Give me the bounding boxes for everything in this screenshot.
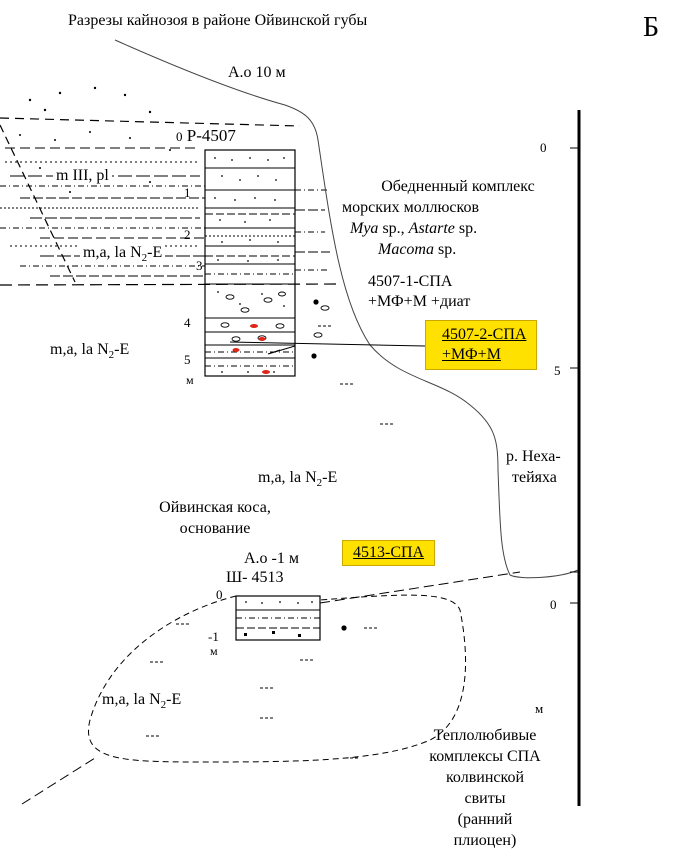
fauna-sp1: sp., (378, 220, 409, 237)
complexes-line-6: плиоцен) (453, 832, 517, 849)
depth-label-4: 4 (184, 315, 191, 330)
fauna-line-2: морских моллюсков (342, 199, 480, 216)
unit-text: m,a, la N (258, 469, 317, 486)
fauna-note: Обедненный комплекс морских моллюсков My… (340, 176, 576, 260)
column-dots-lower (244, 601, 313, 637)
sample-2-line-1: 4507-2-СПА (442, 326, 527, 343)
altitude-bottom: А.о -1 м (244, 550, 300, 567)
fauna-astarte: Astarte (408, 220, 455, 237)
unit-suffix: -E (147, 244, 163, 261)
unit-suffix: -E (114, 341, 130, 358)
flow-arrow (267, 345, 296, 355)
fauna-sp2: sp. (454, 220, 478, 237)
profile-line (114, 39, 579, 579)
section-lower-depth-0: 0 (216, 587, 223, 602)
sample-3-highlight: 4513-СПА (342, 540, 436, 566)
unit-m-III-pl: m III, pl (53, 168, 112, 184)
section-column-upper (204, 149, 296, 377)
unit-maN2E-upper: m,a, la N2-E (80, 244, 166, 265)
section-lower-name: Ш- 4513 (226, 569, 284, 586)
spit-line-2: основание (179, 520, 251, 537)
column-dots-upper (214, 157, 285, 373)
depth-label-1: 1 (184, 185, 191, 200)
sample-1-line-2: +МФ+М +диат (368, 293, 471, 310)
unit-suffix: -E (166, 691, 182, 708)
lower-body-outline (88, 594, 467, 763)
unit-suffix: -E (322, 469, 338, 486)
sample-pointer (229, 341, 426, 347)
section-upper-name: 0 Р-4507 (176, 127, 236, 144)
panel-letter: Б (643, 12, 660, 43)
section-upper-label: Р-4507 (186, 126, 236, 145)
river-line-2: тейяха (512, 469, 557, 486)
lower-tail-line (21, 757, 96, 805)
red-marks (232, 324, 270, 374)
depth-label-3: 3 (196, 258, 203, 273)
fauna-sp3: sp. (433, 241, 457, 258)
complexes-line-4: свиты (464, 790, 506, 807)
fauna-macoma: Macoma (378, 241, 434, 258)
sample-2-highlight: 4507-2-СПА +МФ+М (425, 320, 538, 370)
sample-1-line-1: 4507-1-СПА (368, 273, 453, 290)
unit-maN2E-mid: m,a, la N2-E (258, 470, 337, 489)
scale-unit: м (535, 701, 544, 716)
pebbles (220, 291, 330, 342)
river-line-1: р. Неха- (506, 448, 561, 465)
complexes-line-1: Теплолюбивые (433, 727, 537, 744)
upper-strata-band (0, 117, 341, 286)
unit-text: m,a, la N (102, 691, 161, 708)
fauna-line-3: Mya sp., Astarte sp. (340, 218, 576, 239)
river-label: р. Неха- тейяха (506, 446, 561, 488)
spit-line-1: Ойвинская коса, (159, 499, 271, 516)
complexes-note: Теплолюбивые комплексы СПА колвинской св… (395, 725, 575, 851)
unit-text: m,a, la N (50, 341, 109, 358)
fauna-line-1: Обедненный комплекс (381, 178, 535, 195)
unit-sub: 2 (108, 349, 115, 362)
fauna-mya: Mya (350, 220, 379, 237)
section-lower-depth-1: -1 (208, 629, 219, 644)
section-column-lower (235, 595, 321, 641)
complexes-line-3: колвинской (445, 769, 525, 786)
sample-2-line-2: +МФ+М (442, 346, 501, 363)
section-upper-depth-0: 0 (176, 129, 183, 144)
unit-sub: 2 (141, 252, 148, 265)
altitude-top: А.о 10 м (228, 64, 286, 81)
unit-sub: 2 (316, 477, 323, 490)
complexes-line-2: комплексы СПА (429, 748, 541, 765)
spit-label: Ойвинская коса, основание (130, 497, 300, 539)
complexes-line-5: (ранний (457, 811, 513, 828)
unit-maN2E-left: m,a, la N2-E (50, 342, 129, 361)
scale-label-5: 5 (554, 363, 561, 378)
scatter-dots (19, 86, 171, 193)
unit-text: m,a, la N (83, 244, 142, 261)
depth-scale (570, 110, 581, 806)
fauna-line-4: Macoma sp. (340, 239, 576, 260)
sample-1: 4507-1-СПА +МФ+М +диат (368, 272, 470, 312)
section-upper-unit: м (186, 373, 194, 387)
unit-sub: 2 (160, 699, 167, 712)
depth-label-5: 5 (184, 352, 191, 367)
solid-markers (311, 299, 347, 631)
lower-dashed-line (319, 571, 521, 604)
section-lower-unit: м (210, 644, 218, 658)
unit-maN2E-lower: m,a, la N2-E (102, 692, 181, 711)
depth-label-2: 2 (184, 227, 191, 242)
title: Разрезы кайнозоя в районе Ойвинской губы (68, 12, 368, 29)
scale-label-0-bottom: 0 (550, 597, 557, 612)
scale-label-0-top: 0 (540, 140, 547, 155)
